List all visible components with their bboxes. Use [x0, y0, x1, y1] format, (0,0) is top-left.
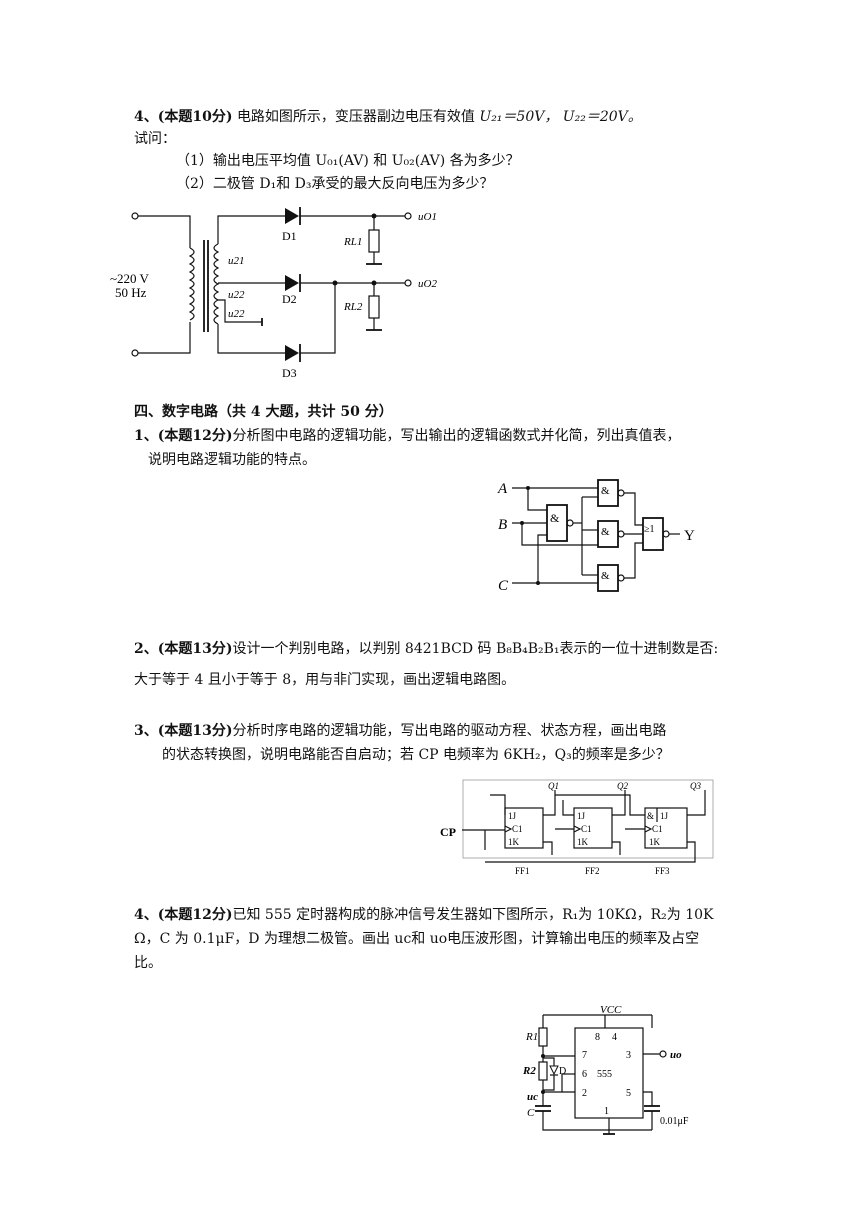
nand-gate-4-symbol: & — [601, 570, 610, 582]
ff2-k: 1K — [577, 837, 589, 847]
d-label: D — [559, 1066, 566, 1077]
pin-5: 5 — [626, 1088, 631, 1099]
ff1-label: FF1 — [515, 866, 530, 876]
q4b-head: 4、(本题12分) — [134, 907, 233, 923]
flip-flop-ff3 — [644, 807, 688, 849]
q4a-u21: U₂₁＝50V， — [479, 109, 559, 125]
label-rl2: RL2 — [343, 301, 363, 313]
input-b-label: B — [498, 517, 507, 533]
q1-text: 分析图中电路的逻辑功能，写出输出的逻辑函数式并化简，列出真值表， — [232, 428, 681, 444]
q3-line1: 3、(本题13分)分析时序电路的逻辑功能，写出电路的驱动方程、状态方程，画出电路 — [134, 722, 666, 740]
q2-text: 设计一个判别电路，以判别 8421BCD 码 B₈B₄B₂B₁表示的一位十进制数… — [232, 641, 719, 657]
pin-2: 2 — [582, 1088, 587, 1099]
diode-d3 — [285, 345, 299, 361]
label-u22-upper: u22 — [228, 289, 245, 301]
output-y-label: Y — [684, 528, 695, 544]
ff2-c: C1 — [581, 824, 592, 834]
flip-flop-ff2 — [573, 807, 613, 849]
q3-head: 3、(本题13分) — [134, 723, 233, 739]
nand-gate-3-symbol: & — [601, 526, 610, 538]
section-title: 四、数字电路（共 4 大题，共计 50 分） — [134, 404, 393, 420]
q3-line2: 的状态转换图，说明电路能否自启动；若 CP 电频率为 6KH₂，Q₃的频率是多少… — [162, 747, 670, 763]
q4a-line2: 试问： — [134, 131, 176, 147]
pin-3: 3 — [626, 1050, 631, 1061]
ff3-and: & — [647, 811, 654, 821]
q2-label: Q2 — [617, 781, 628, 791]
primary-coil — [188, 247, 195, 321]
ff3-k: 1K — [649, 837, 661, 847]
uc-label: uc — [527, 1091, 538, 1103]
or-gate-symbol: ≥1 — [644, 524, 655, 535]
label-uo2: uO2 — [418, 278, 437, 290]
pin-1: 1 — [604, 1106, 609, 1117]
ff3-c: C1 — [652, 824, 663, 834]
pin-8: 8 — [595, 1032, 600, 1043]
nand-gate-2-symbol: & — [601, 485, 610, 497]
q4a-ask1: （1）输出电压平均值 U₀₁(AV) 和 U₀₂(AV) 各为多少？ — [176, 153, 520, 169]
label-d2: D2 — [282, 292, 297, 306]
q2-head: 2、(本题13分) — [134, 641, 233, 657]
q1-line1: 1、(本题12分)分析图中电路的逻辑功能，写出输出的逻辑函数式并化简，列出真值表… — [134, 427, 680, 445]
q4b-line1: 4、(本题12分)已知 555 定时器构成的脉冲信号发生器如下图所示，R₁为 1… — [134, 906, 713, 924]
secondary-coil — [213, 243, 220, 325]
q4b-line3: 比。 — [134, 955, 162, 971]
diode-d2 — [285, 275, 299, 291]
ff1-c: C1 — [512, 824, 523, 834]
pin-4: 4 — [612, 1032, 617, 1043]
resistor-r2 — [538, 1061, 548, 1081]
r2-label: R2 — [522, 1065, 536, 1077]
diode-d — [549, 1065, 559, 1076]
resistor-r1 — [538, 1027, 548, 1047]
cap-label: 0.01μF — [660, 1116, 689, 1127]
cp-label: CP — [440, 825, 456, 839]
q3-text: 分析时序电路的逻辑功能，写出电路的驱动方程、状态方程，画出电路 — [232, 723, 667, 739]
source-label-freq: 50 Hz — [115, 285, 147, 300]
q4a-text: 电路如图所示，变压器副边电压有效值 — [236, 109, 475, 125]
vcc-label: VCC — [600, 1004, 622, 1016]
q4a-line1: 4、(本题10分) 电路如图所示，变压器副边电压有效值 U₂₁＝50V， U₂₂… — [134, 108, 642, 126]
q4a-ask2: （2）二极管 D₁和 D₃承受的最大反向电压为多少？ — [176, 176, 494, 192]
label-d3: D3 — [282, 366, 297, 380]
ff3-label: FF3 — [655, 866, 670, 876]
c-label: C — [527, 1107, 535, 1119]
input-c-label: C — [498, 578, 509, 594]
q4a-head: 4、(本题10分) — [134, 109, 233, 125]
label-u21: u21 — [228, 255, 245, 267]
pin-7: 7 — [582, 1050, 587, 1061]
ff1-j: 1J — [508, 811, 517, 821]
q2-line1: 2、(本题13分)设计一个判别电路，以判别 8421BCD 码 B₈B₄B₂B₁… — [134, 640, 718, 658]
diode-d1 — [285, 208, 299, 224]
nand-gate-1-symbol: & — [550, 511, 560, 525]
q1-line2: 说明电路逻辑功能的特点。 — [148, 452, 316, 468]
chip-label: 555 — [597, 1069, 612, 1080]
label-d1: D1 — [282, 229, 297, 243]
ff3-j: 1J — [660, 811, 669, 821]
q1-head: 1、(本题12分) — [134, 428, 233, 444]
source-label-voltage: ~220 V — [110, 271, 150, 286]
uo-label: uo — [670, 1049, 682, 1061]
r1-label: R1 — [525, 1031, 538, 1043]
label-uo1: uO1 — [418, 211, 437, 223]
label-rl1: RL1 — [343, 236, 362, 248]
q2-line2: 大于等于 4 且小于等于 8，用与非门实现，画出逻辑电路图。 — [134, 672, 516, 688]
q1-label: Q1 — [548, 781, 559, 791]
q4b-line2: Ω，C 为 0.1μF，D 为理想二极管。画出 uc和 uo电压波形图，计算输出… — [134, 931, 700, 947]
ff1-k: 1K — [508, 837, 520, 847]
flip-flop-ff1 — [504, 807, 544, 849]
q4b-text: 已知 555 定时器构成的脉冲信号发生器如下图所示，R₁为 10KΩ，R₂为 1… — [232, 907, 714, 923]
q3-label: Q3 — [690, 781, 701, 791]
input-a-label: A — [497, 481, 508, 497]
label-u22-lower: u22 — [228, 308, 245, 320]
q4a-u22: U₂₂＝20V。 — [562, 109, 642, 125]
ff2-j: 1J — [577, 811, 586, 821]
pin-6: 6 — [582, 1069, 587, 1080]
ff2-label: FF2 — [585, 866, 600, 876]
